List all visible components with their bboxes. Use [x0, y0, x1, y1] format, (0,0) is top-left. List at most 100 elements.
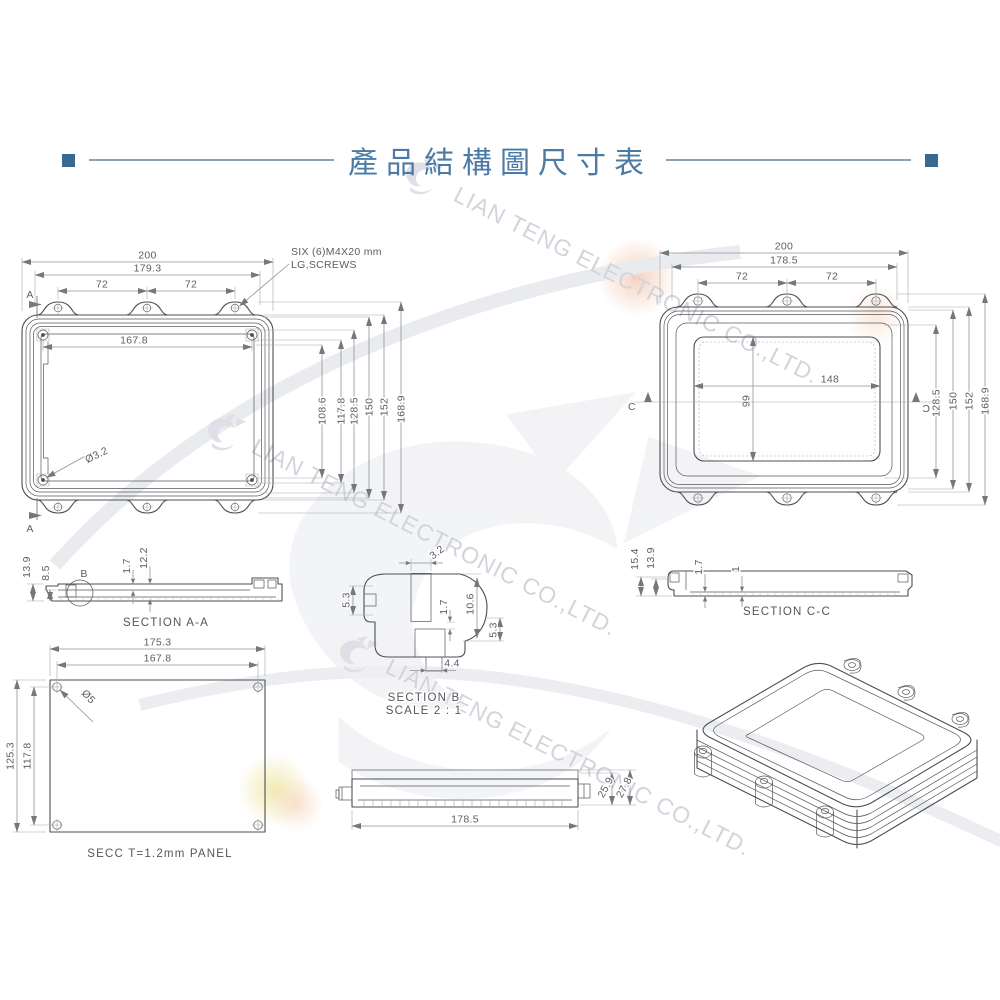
dim-text: 1: [730, 566, 742, 572]
left-latch: [338, 786, 353, 801]
dim-text: 72: [185, 279, 197, 291]
panel-caption: SECC T=1.2mm PANEL: [87, 848, 232, 860]
iso-lug: [755, 775, 773, 808]
corner-screws: [37, 329, 258, 486]
lid-strip: [351, 769, 579, 780]
outer-contour: [21, 314, 274, 501]
section-aa-markers: A A: [25, 288, 42, 537]
iso-lug: [897, 685, 916, 701]
dim-text: 179.3: [134, 263, 162, 275]
dim-text: 150: [364, 398, 376, 416]
panel-outline: [49, 679, 266, 833]
screw-pads: [36, 328, 259, 487]
contour-line: [29, 322, 266, 493]
section-profile: [667, 570, 913, 597]
section-b-view: 3.2 1.7 4.4 5.3 10.6 5.3 SECTION B SC: [339, 542, 504, 719]
small-dims: 1.7 1: [692, 558, 745, 608]
extension-lines: [636, 576, 672, 597]
boss-pocket: [414, 628, 446, 658]
watermark-swoosh: [49, 245, 741, 570]
contour-line: [667, 314, 901, 485]
dim-text: 13.9: [645, 547, 657, 569]
hatch-detail: [897, 573, 909, 583]
dim-text: 152: [379, 398, 391, 416]
header-left-square: [62, 153, 75, 167]
top-view: 200 178.5 72 72 148 99 128.5 150 152 168…: [627, 239, 993, 506]
iso-lug: [694, 745, 712, 778]
dim-text: 3.2: [427, 543, 447, 562]
dim-text: 4.4: [444, 658, 460, 670]
section-marker-text: C: [922, 402, 930, 414]
dim-text: 117.8: [22, 743, 34, 770]
contour-line: [33, 326, 262, 489]
dim-text: 128.5: [349, 397, 361, 425]
dim-3-2: 3.2: [399, 542, 448, 571]
dim-text: 128.5: [931, 389, 943, 417]
tab-screw-holes: [692, 295, 882, 504]
left-notch: [363, 593, 377, 607]
dim-text: 10.6: [465, 593, 477, 615]
section-marker-text: A: [26, 289, 33, 301]
hatch-detail: [669, 572, 680, 583]
dim-4-4: 4.4: [410, 656, 461, 673]
dim-text: 13.9: [21, 556, 33, 578]
dim-text: 15.4: [629, 548, 641, 570]
section-inner-lines: [58, 589, 276, 598]
hole-dia-text: Ø5: [79, 688, 98, 707]
extension-lines: [659, 250, 985, 506]
dim-text: 125.3: [5, 742, 17, 770]
dim-text: 99: [741, 395, 753, 407]
dim-text: 5.3: [341, 592, 353, 608]
dim-text: 25.9: [595, 775, 616, 800]
panel-view: 175.3 167.8 125.3 117.8 Ø5 SECC T=1.2mm …: [3, 635, 266, 862]
dim-text: 167.8: [120, 335, 148, 347]
front-view: 200 179.3 72 72 167.8 108.6 117.8 128.5 …: [21, 245, 409, 537]
side-view: 178.5 25.9 27.8: [335, 769, 636, 830]
dim-text: 72: [826, 271, 838, 283]
header-right-square: [925, 153, 938, 167]
callout-text: LG,SCREWS: [291, 259, 357, 271]
panel-holes: [51, 681, 264, 831]
dim-text: 150: [948, 392, 960, 410]
iso-lug: [951, 712, 970, 728]
iso-lug: [816, 805, 834, 838]
hatch-detail: [65, 584, 77, 598]
dim-text: 200: [138, 250, 156, 262]
callout-text: SIX (6)M4X20 mm: [291, 246, 382, 258]
hole-dia-text: Ø3.2: [83, 445, 110, 466]
header-left-rule: [89, 159, 334, 161]
lid-ridge: [675, 322, 893, 477]
hole-leader: [59, 689, 94, 723]
outer-contour: [659, 306, 909, 493]
iso-stack-lines: [696, 739, 978, 838]
scale-label: SCALE 2 : 1: [386, 705, 462, 717]
section-profile: [45, 577, 283, 602]
iso-top-face: [702, 662, 972, 808]
dim-text: 72: [736, 271, 748, 283]
extension-lines: [21, 258, 401, 514]
label-recess: [693, 336, 881, 462]
detail-circle-b: [66, 579, 94, 607]
dim-text: 108.6: [317, 397, 329, 425]
dim-text: 12.2: [138, 547, 150, 569]
section-inner-lines: [685, 571, 900, 593]
small-dims: 1.7 12.2: [120, 546, 153, 612]
contour-line: [663, 310, 905, 489]
foot-ticks: [363, 800, 563, 806]
page-title: 產品結構圖尺寸表: [348, 147, 652, 180]
dim-text: 1.7: [438, 599, 450, 615]
left-latch-detail: [335, 787, 343, 800]
iso-far-lugs: [843, 658, 970, 728]
dim-text: 27.8: [614, 775, 635, 800]
dim-text: 167.8: [144, 653, 172, 665]
page-header: 產品結構圖尺寸表: [62, 141, 938, 180]
hole-leader: [46, 453, 90, 478]
dim-text: 148: [821, 374, 839, 386]
label-recess-dashed: [698, 341, 876, 457]
iso-label-recess: [745, 688, 925, 783]
dim-text: 152: [964, 392, 976, 410]
dim-text: 5.3: [488, 622, 500, 638]
extension-lines: [351, 769, 636, 830]
